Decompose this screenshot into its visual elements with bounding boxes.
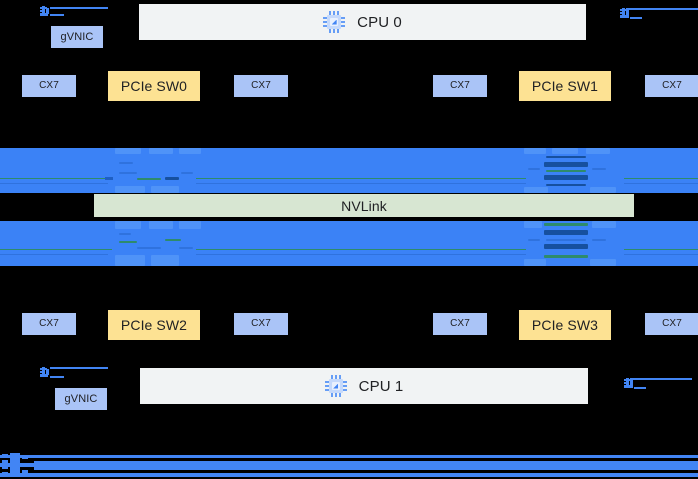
gvnic-right-bottom-icon-group [624,378,698,392]
gvnic-left-bottom-icon-group [40,367,108,381]
cpu-1-box[interactable]: CPU 1 [140,368,588,404]
cx7-box-1[interactable]: CX7 [234,75,288,97]
network-bar[interactable] [0,452,698,479]
gpu-band-lower[interactable] [0,221,698,266]
chip-icon [324,375,347,397]
nic-icon [40,367,60,380]
pcie-switch-2[interactable]: PCIe SW2 [108,310,200,340]
gvnic-left-bottom-lead-lower [50,376,64,378]
gvnic-right-top-lead-upper [626,8,698,10]
nvlink-bar[interactable]: NVLink [94,194,634,217]
cx7-box-4[interactable]: CX7 [22,313,76,335]
cpu-0-box[interactable]: CPU 0 [139,4,586,40]
cpu-0-label: CPU 0 [357,13,402,31]
gvnic-left-top-lead-lower [50,14,64,16]
gvnic-left-bottom-lead-upper [50,367,108,369]
nic-icon [624,378,644,391]
gvnic-right-top-icon-group [620,8,698,22]
gpu-band-upper[interactable] [0,148,698,193]
gvnic-right-bottom-lead-upper [630,378,692,380]
nic-icon [40,6,60,19]
cx7-box-6[interactable]: CX7 [433,313,487,335]
pcie-switch-1[interactable]: PCIe SW1 [519,71,611,101]
gvnic-left-top-lead-upper [50,7,108,9]
cx7-box-2[interactable]: CX7 [433,75,487,97]
nic-icon [620,8,640,21]
cx7-box-3[interactable]: CX7 [645,75,698,97]
pcie-switch-0[interactable]: PCIe SW0 [108,71,200,101]
gvnic-right-bottom-lead-lower [634,387,646,389]
network-chip-icon [2,452,28,477]
cx7-box-5[interactable]: CX7 [234,313,288,335]
chip-icon [323,11,346,33]
gvnic-right-top-lead-lower [630,17,642,19]
pcie-switch-3[interactable]: PCIe SW3 [519,310,611,340]
gvnic-left-top-icon-group [40,6,108,18]
network-bar-trunk [34,461,698,470]
cx7-box-0[interactable]: CX7 [22,75,76,97]
gvnic-left-top-label[interactable]: gVNIC [51,26,103,48]
gvnic-left-bottom-label[interactable]: gVNIC [55,388,107,410]
cpu-1-label: CPU 1 [358,377,404,395]
cx7-box-7[interactable]: CX7 [645,313,698,335]
